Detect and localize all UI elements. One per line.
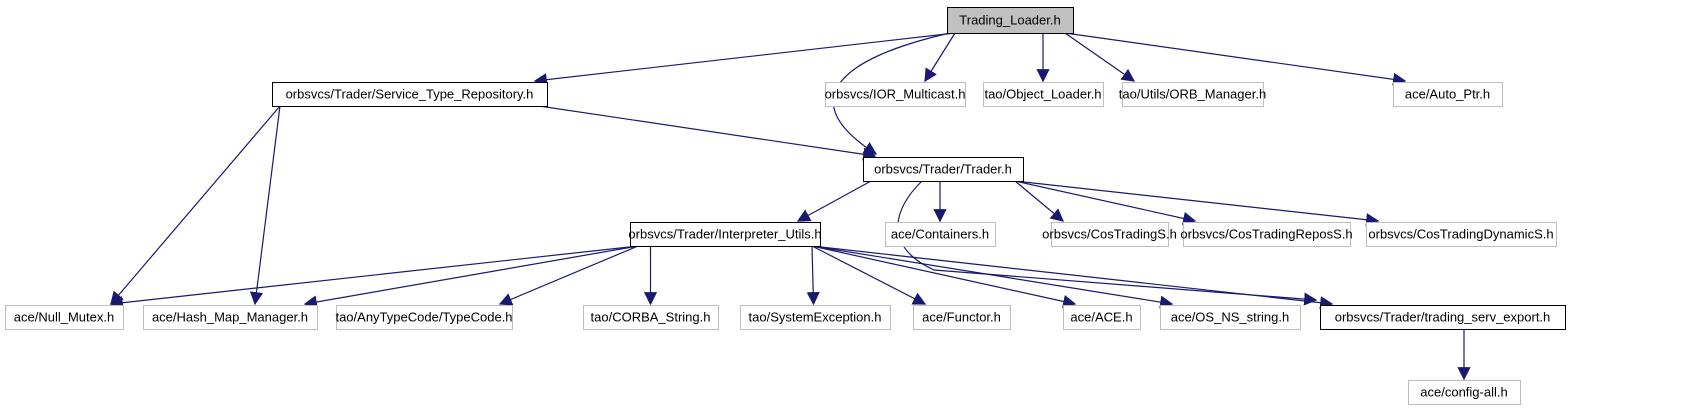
node-box-trading-serv-export[interactable] [1320, 305, 1566, 330]
edge-trader-to-costradingreposs [1014, 180, 1197, 225]
node-ace[interactable]: ace/ACE.h [1063, 305, 1141, 330]
edge-trader-to-interpreter-utils [796, 180, 872, 222]
node-service-type-repository[interactable]: orbsvcs/Trader/Service_Type_Repository.h [272, 82, 548, 107]
node-costradingdynamics[interactable]: orbsvcs/CosTradingDynamicS.h [1366, 222, 1557, 247]
node-trading-serv-export[interactable]: orbsvcs/Trader/trading_serv_export.h [1320, 305, 1566, 330]
node-box-ace[interactable] [1063, 305, 1141, 330]
edge-trading-loader-to-ior-multicast [924, 32, 956, 83]
node-box-interpreter-utils[interactable] [630, 222, 821, 247]
node-box-object-loader[interactable] [983, 82, 1104, 107]
edge-service-type-repository-to-null-mutex [110, 105, 281, 306]
edge-service-type-repository-to-hash-map-manager [249, 105, 281, 306]
node-orb-manager[interactable]: tao/Utils/ORB_Manager.h [1119, 82, 1266, 107]
node-box-os-ns-string[interactable] [1160, 305, 1301, 330]
edge-interpreter-utils-to-os-ns-string [811, 245, 1174, 309]
node-box-hash-map-manager[interactable] [143, 305, 318, 330]
node-containers[interactable]: ace/Containers.h [885, 222, 996, 247]
edge-service-type-repository-to-trader [538, 105, 877, 161]
node-box-costradings[interactable] [1051, 222, 1169, 247]
node-trader[interactable]: orbsvcs/Trader/Trader.h [863, 157, 1024, 182]
node-box-auto-ptr[interactable] [1393, 82, 1503, 107]
node-null-mutex[interactable]: ace/Null_Mutex.h [5, 305, 124, 330]
node-object-loader[interactable]: tao/Object_Loader.h [983, 82, 1104, 107]
edge-trading-loader-to-auto-ptr [1064, 32, 1407, 86]
node-box-orb-manager[interactable] [1122, 82, 1264, 107]
node-box-containers[interactable] [885, 222, 996, 247]
node-systemexception[interactable]: tao/SystemException.h [740, 305, 891, 330]
edge-interpreter-utils-to-functor [811, 245, 927, 305]
edge-interpreter-utils-to-ace [811, 245, 1077, 308]
edge-interpreter-utils-to-typecode [498, 245, 639, 306]
node-box-costradingdynamics[interactable] [1366, 222, 1557, 247]
node-box-ior-multicast[interactable] [825, 82, 966, 107]
node-interpreter-utils[interactable]: orbsvcs/Trader/Interpreter_Utils.h [628, 222, 822, 247]
node-os-ns-string[interactable]: ace/OS_NS_string.h [1160, 305, 1301, 330]
edge-trader-to-costradingdynamics [1014, 180, 1380, 227]
node-costradings[interactable]: orbsvcs/CosTradingS.h [1042, 222, 1177, 247]
edge-trading-loader-to-service-type-repository [533, 32, 956, 87]
node-config-all[interactable]: ace/config-all.h [1408, 380, 1521, 405]
node-box-corba-string[interactable] [583, 305, 719, 330]
node-box-trader[interactable] [863, 157, 1024, 182]
node-typecode[interactable]: tao/AnyTypeCode/TypeCode.h [335, 305, 513, 330]
node-box-functor[interactable] [913, 305, 1011, 330]
node-auto-ptr[interactable]: ace/Auto_Ptr.h [1393, 82, 1503, 107]
node-costradingreposs[interactable]: orbsvcs/CosTradingReposS.h [1180, 222, 1353, 247]
edge-interpreter-utils-to-null-mutex [109, 245, 639, 310]
node-box-typecode[interactable] [336, 305, 513, 330]
edge-interpreter-utils-to-systemexception [806, 245, 820, 306]
node-box-systemexception[interactable] [740, 305, 891, 330]
edge-trading-loader-to-orb-manager [1064, 32, 1136, 82]
node-box-null-mutex[interactable] [5, 305, 124, 330]
edge-interpreter-utils-to-trading-serv-export [811, 245, 1334, 310]
node-box-trading-loader[interactable] [947, 7, 1074, 34]
node-ior-multicast[interactable]: orbsvcs/IOR_Multicast.h [825, 82, 966, 107]
edge-interpreter-utils-to-hash-map-manager [303, 245, 639, 309]
node-hash-map-manager[interactable]: ace/Hash_Map_Manager.h [143, 305, 318, 330]
node-corba-string[interactable]: tao/CORBA_String.h [583, 305, 719, 330]
node-trading-loader[interactable]: Trading_Loader.h [947, 7, 1074, 34]
node-box-config-all[interactable] [1408, 380, 1521, 405]
node-functor[interactable]: ace/Functor.h [913, 305, 1011, 330]
node-box-service-type-repository[interactable] [272, 82, 548, 107]
edge-trader-to-costradings [1014, 180, 1065, 222]
node-box-costradingreposs[interactable] [1183, 222, 1351, 247]
